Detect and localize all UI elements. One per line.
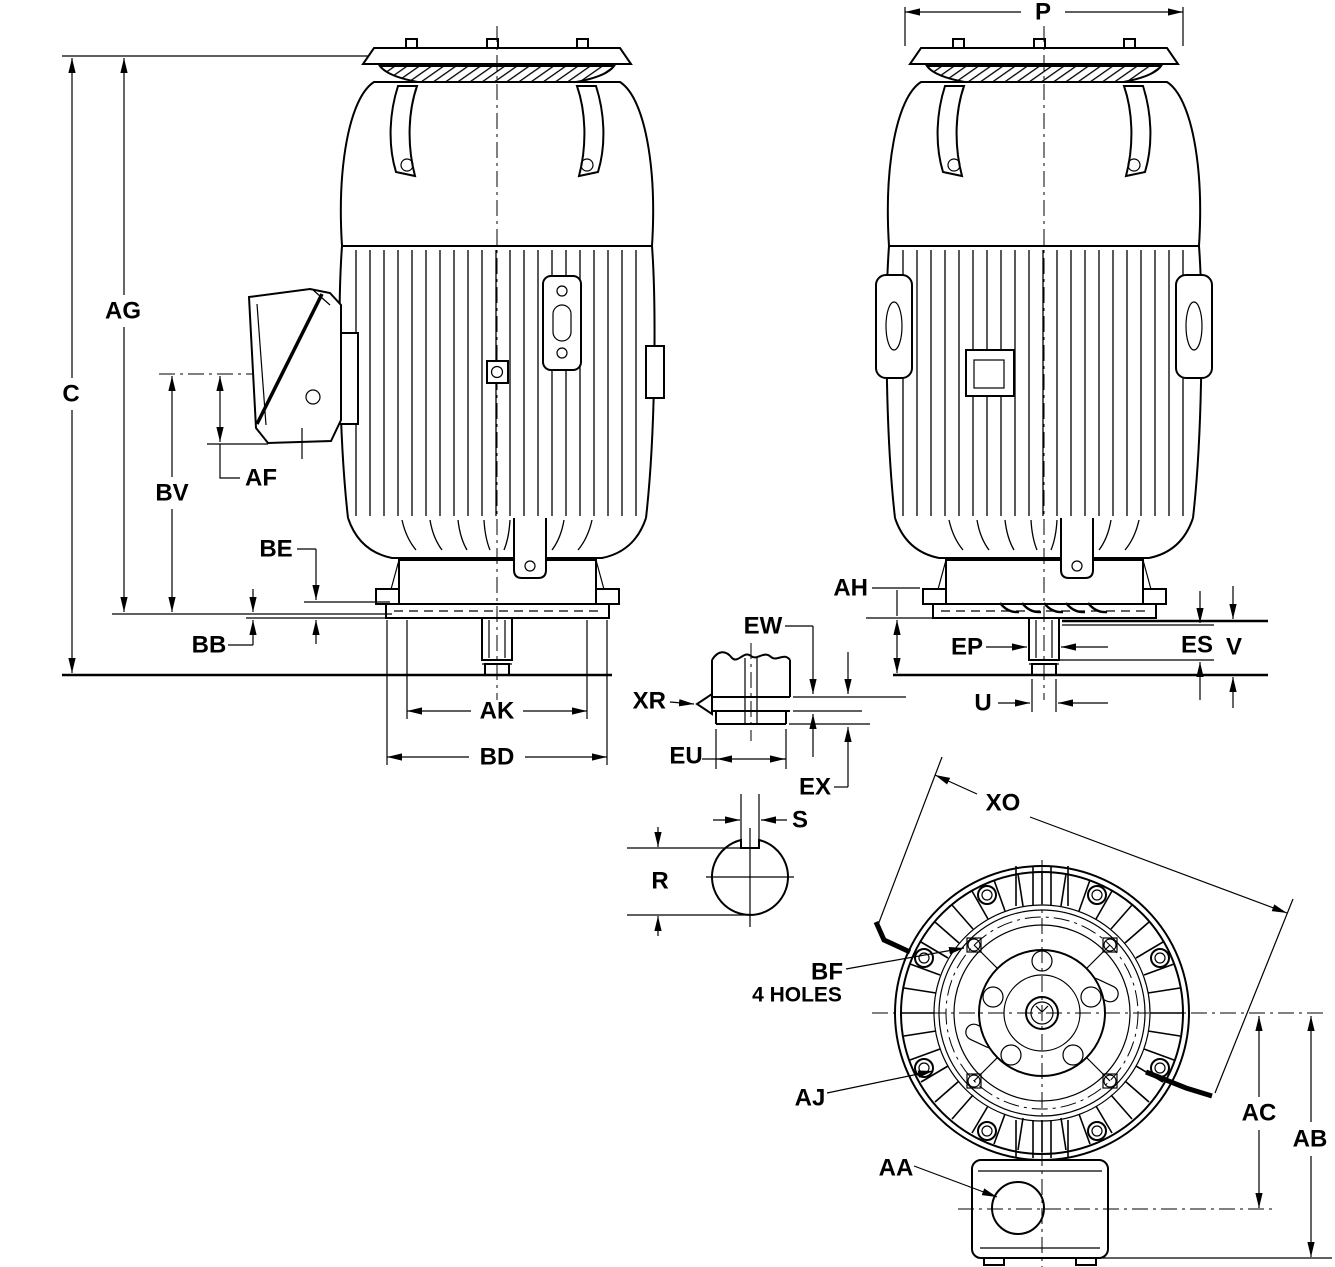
- dim-label-bf: BF: [811, 959, 843, 986]
- dim-label-bd: BD: [480, 744, 515, 771]
- flange-louvers: [999, 602, 1108, 614]
- dim-label-bf-qty: 4 HOLES: [752, 984, 842, 1007]
- dim-af: AF: [207, 376, 277, 492]
- dim-label-ex: EX: [799, 774, 831, 801]
- dim-c: C: [62, 58, 80, 673]
- dim-be: BE: [259, 536, 320, 644]
- view-side-left: C AG BV AF BE BB: [62, 25, 665, 771]
- dim-xo: XO: [877, 756, 1294, 1094]
- conduit-box-end-view: [971, 1159, 1109, 1266]
- dim-ab: AB: [1293, 1016, 1328, 1257]
- dim-label-be: BE: [259, 536, 292, 563]
- dim-label-aj: AJ: [795, 1085, 826, 1112]
- dim-r: R: [627, 827, 752, 936]
- dim-label-ag: AG: [105, 298, 141, 325]
- dim-label-es: ES: [1181, 632, 1213, 659]
- conduit-box: [159, 287, 359, 459]
- lifting-handle-lower: [1145, 1069, 1213, 1099]
- dim-label-eu: EU: [669, 743, 702, 770]
- dim-label-ab: AB: [1293, 1126, 1328, 1153]
- dim-label-aa: AA: [879, 1155, 914, 1182]
- dim-label-xo: XO: [986, 790, 1021, 817]
- dim-bf: BF 4 HOLES: [752, 947, 965, 1007]
- dim-label-ah: AH: [833, 575, 868, 602]
- flange-bolt-holes: [966, 937, 1118, 1089]
- dim-label-u: U: [974, 690, 991, 717]
- dim-xr: XR: [633, 688, 695, 715]
- dim-eu: EU: [669, 729, 787, 770]
- dim-label-s: S: [792, 807, 808, 834]
- detail-shaft-section: S R: [627, 794, 808, 936]
- dim-label-v: V: [1226, 634, 1242, 661]
- dim-label-c: C: [62, 381, 79, 408]
- dim-ew: EW: [744, 613, 817, 757]
- mounting-lugs: [875, 274, 1213, 397]
- view-end: XO BF 4 HOLES AJ AA AC AB: [752, 756, 1332, 1267]
- dim-ac: AC: [1242, 1016, 1277, 1208]
- dim-u: U: [974, 679, 1108, 717]
- dim-ex: EX: [799, 652, 852, 801]
- dim-label-bv: BV: [155, 480, 188, 507]
- view-side-right: P AH EP U ES V: [833, 0, 1268, 717]
- dim-label-ep: EP: [951, 634, 983, 661]
- dim-bv: BV: [155, 376, 189, 612]
- dim-aa: AA: [879, 1155, 998, 1198]
- dim-ag: AG: [105, 58, 141, 612]
- dim-bd: BD: [386, 620, 608, 771]
- dim-aj: AJ: [795, 1070, 934, 1112]
- detail-shaft-end: EW EX XR EU: [633, 613, 906, 801]
- dim-s: S: [713, 807, 808, 834]
- dim-label-ac: AC: [1242, 1100, 1277, 1127]
- dim-ep: EP: [951, 634, 1108, 661]
- dim-bb: BB: [192, 589, 257, 659]
- dim-ah: AH: [833, 575, 920, 673]
- dim-v: V: [1226, 586, 1242, 708]
- dim-label-r: R: [651, 868, 668, 895]
- dim-label-ak: AK: [480, 698, 515, 725]
- dim-es: ES: [1181, 591, 1213, 700]
- dim-label-xr: XR: [633, 688, 666, 715]
- dim-p: P: [904, 0, 1184, 46]
- lifting-handle-upper: [873, 920, 912, 955]
- dim-label-ew: EW: [744, 613, 783, 640]
- dim-ak: AK: [406, 620, 588, 725]
- dim-label-bb: BB: [192, 632, 227, 659]
- motor-body-right: [885, 25, 1203, 701]
- side-plate: [486, 275, 665, 399]
- dim-label-p: P: [1035, 0, 1051, 26]
- dim-label-af: AF: [245, 465, 277, 492]
